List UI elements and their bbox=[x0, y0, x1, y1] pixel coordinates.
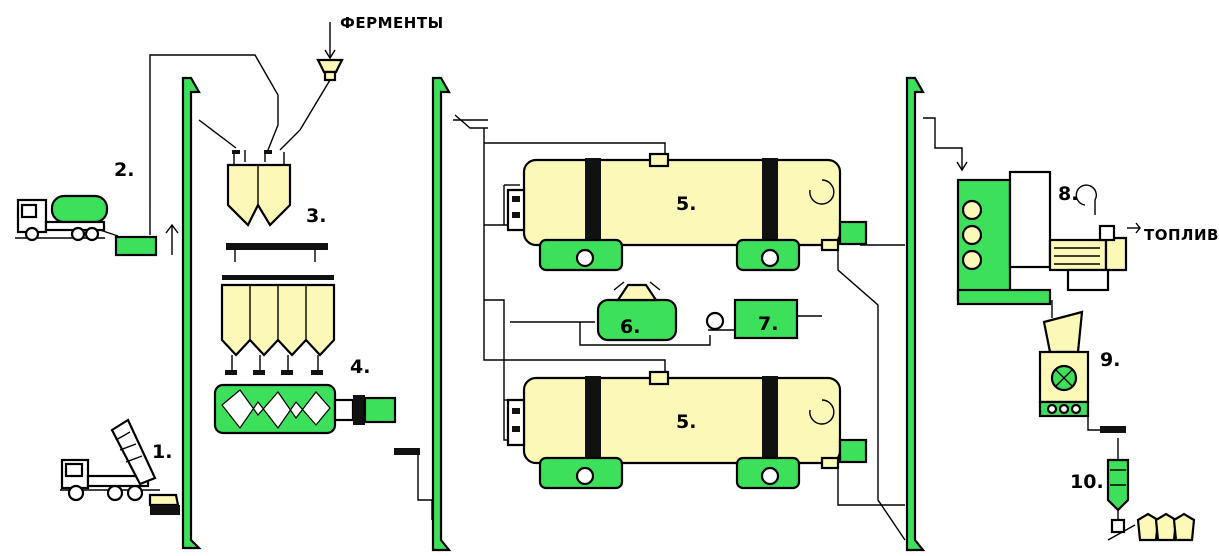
label-step-1: 1. bbox=[152, 441, 172, 463]
label-step-8: 8. bbox=[1058, 183, 1078, 205]
label-fuel: ТОПЛИВО bbox=[1144, 226, 1219, 244]
label-enzymes: ФЕРМЕНТЫ bbox=[340, 14, 444, 32]
label-step-9: 9. bbox=[1100, 349, 1120, 371]
label-step-5-top: 5. bbox=[676, 193, 696, 215]
label-step-3: 3. bbox=[306, 205, 326, 227]
pellet-cooler bbox=[1038, 310, 1126, 433]
tanker-truck bbox=[15, 194, 158, 257]
receiving-hoppers bbox=[226, 150, 328, 262]
bucket-elevator-1 bbox=[181, 76, 202, 550]
rotary-dryer-top bbox=[506, 152, 868, 272]
bucket-elevator-2 bbox=[431, 76, 452, 552]
pellet-press bbox=[956, 170, 1128, 306]
label-step-10: 10. bbox=[1070, 471, 1104, 493]
exhaust-fan-unit bbox=[705, 298, 799, 340]
label-step-2: 2. bbox=[114, 159, 134, 181]
enzyme-dosing-hopper bbox=[316, 58, 344, 82]
label-step-6: 6. bbox=[620, 316, 640, 338]
rotary-dryer-bottom bbox=[506, 370, 868, 490]
dump-truck-unloading bbox=[60, 418, 180, 515]
packing-station bbox=[1106, 458, 1196, 542]
label-step-5-bottom: 5. bbox=[676, 411, 696, 433]
label-step-7: 7. bbox=[758, 313, 778, 335]
label-step-4: 4. bbox=[350, 356, 370, 378]
bucket-elevator-3 bbox=[905, 76, 926, 552]
silos-and-mixer bbox=[213, 275, 420, 455]
heat-generator bbox=[596, 281, 678, 342]
